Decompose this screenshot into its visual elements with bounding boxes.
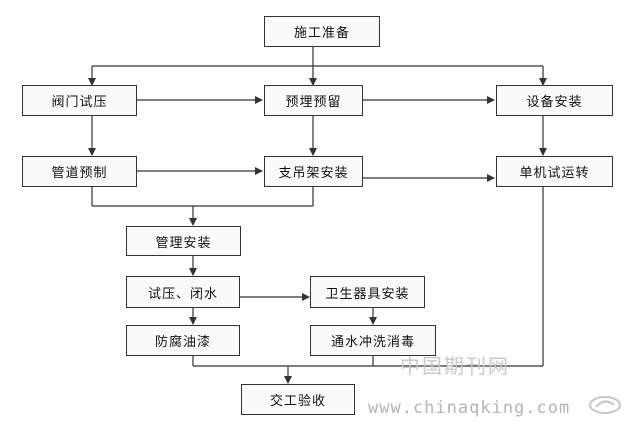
watermark-url: www.chinaqking.com [368,398,571,418]
node-support: 支吊架安装 [264,156,363,187]
node-pipe: 管理安装 [126,226,241,256]
node-prefab: 管道预制 [22,156,137,187]
watermark-logo-icon [589,396,621,414]
node-flush: 通水冲洗消毒 [310,325,436,356]
node-paint: 防腐油漆 [126,325,240,356]
node-valve: 阀门试压 [22,85,137,116]
node-pressure: 试压、闭水 [126,276,240,308]
watermark-site-name: 中国期刊网 [400,354,510,378]
node-embed: 预埋预留 [264,85,363,116]
node-accept: 交工验收 [241,384,355,415]
node-equip: 设备安装 [496,85,613,116]
node-trial: 单机试运转 [496,156,613,187]
node-start: 施工准备 [264,16,380,47]
node-sanitary: 卫生器具安装 [310,276,425,308]
